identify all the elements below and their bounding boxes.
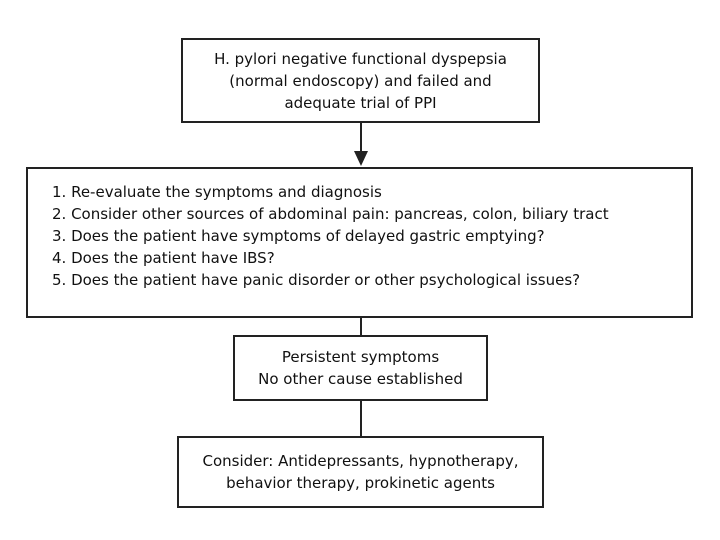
arrowhead-1-2 xyxy=(354,151,368,166)
evaluation-step-3: 3. Does the patient have symptoms of del… xyxy=(52,227,545,245)
persistent-symptoms-box: Persistent symptoms No other cause estab… xyxy=(233,335,488,401)
evaluation-step-4: 4. Does the patient have IBS? xyxy=(52,249,275,267)
start-condition-line-3: adequate trial of PPI xyxy=(284,93,437,112)
evaluation-step-5: 5. Does the patient have panic disorder … xyxy=(52,271,581,289)
evaluation-steps-box: 1. Re-evaluate the symptoms and diagnosi… xyxy=(26,167,693,318)
evaluation-step-2: 2. Consider other sources of abdominal p… xyxy=(52,205,609,223)
treatment-options-line-2: behavior therapy, prokinetic agents xyxy=(226,474,495,492)
treatment-options-line-1: Consider: Antidepressants, hypnotherapy, xyxy=(202,452,519,470)
persistent-symptoms-line-1: Persistent symptoms xyxy=(281,348,440,366)
start-condition-line-2: (normal endoscopy) and failed and xyxy=(229,71,492,90)
start-condition-line-1: H. pylori negative functional dyspepsia xyxy=(214,49,507,68)
evaluation-step-1: 1. Re-evaluate the symptoms and diagnosi… xyxy=(52,183,382,201)
start-condition-box: H. pylori negative functional dyspepsia … xyxy=(181,38,540,123)
treatment-options-box: Consider: Antidepressants, hypnotherapy,… xyxy=(177,436,544,508)
persistent-symptoms-line-2: No other cause established xyxy=(258,370,463,388)
